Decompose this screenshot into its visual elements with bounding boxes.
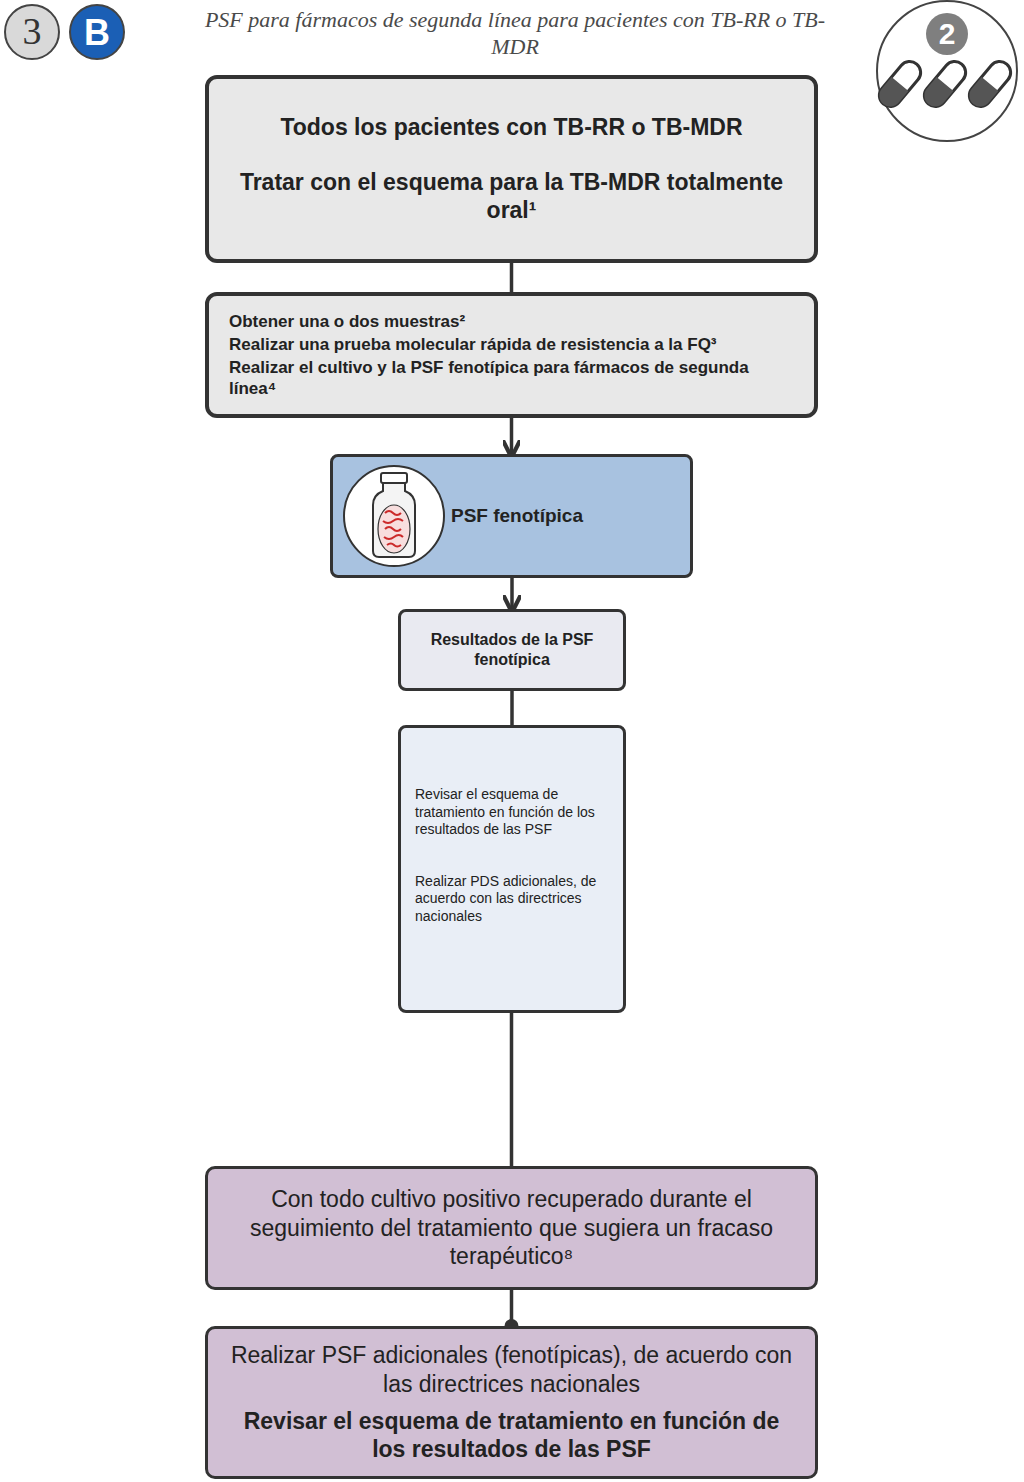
connector — [510, 418, 514, 454]
badge-circle: 3 — [4, 4, 60, 60]
node-text: Con todo cultivo positivo recuperado dur… — [228, 1185, 795, 1271]
node-text: Realizar PSF adicionales (fenotípicas), … — [228, 1341, 795, 1399]
culture-bottle-icon — [339, 461, 449, 571]
node-text: 3 — [23, 8, 42, 56]
node-text: Tratar con el esquema para la TB-MDR tot… — [239, 168, 784, 226]
node-text: PSF fenotípica — [451, 504, 670, 528]
node-text: B — [84, 10, 110, 55]
action-box: Revisar el esquema de tratamiento en fun… — [398, 725, 626, 1013]
followup-box: Con todo cultivo positivo recuperado dur… — [205, 1166, 818, 1290]
node-text: Realizar el cultivo y la PSF fenotípica … — [229, 357, 794, 400]
node-text: Revisar el esquema de tratamiento en fun… — [415, 786, 613, 839]
connector — [510, 578, 514, 609]
node-text: Realizar una prueba molecular rápida de … — [229, 334, 794, 355]
number-circle: 2 — [926, 13, 968, 55]
node-text: Realizar PDS adicionales, de acuerdo con… — [415, 873, 613, 926]
pills-icon — [875, 1, 1017, 141]
result-box: Resultados de la PSF fenotípica — [398, 609, 626, 691]
process-box: Obtener una o dos muestras²Realizar una … — [205, 292, 818, 418]
node-text: Resultados de la PSF fenotípica — [413, 630, 611, 670]
node-text: Obtener una o dos muestras² — [229, 311, 794, 332]
connector — [510, 691, 514, 725]
followup-box: Realizar PSF adicionales (fenotípicas), … — [205, 1326, 818, 1479]
process-box: Todos los pacientes con TB-RR o TB-MDR Tr… — [205, 75, 818, 263]
node-text: Todos los pacientes con TB-RR o TB-MDR — [239, 113, 784, 142]
connector — [510, 263, 514, 292]
badge-circle: B — [69, 4, 125, 60]
connector — [510, 1013, 514, 1166]
test-box: PSF fenotípica — [330, 454, 693, 578]
node-text: Revisar el esquema de tratamiento en fun… — [228, 1407, 795, 1465]
diagram-title: PSF para fármacos de segunda línea para … — [200, 6, 830, 60]
node-text: 2 — [939, 15, 956, 53]
